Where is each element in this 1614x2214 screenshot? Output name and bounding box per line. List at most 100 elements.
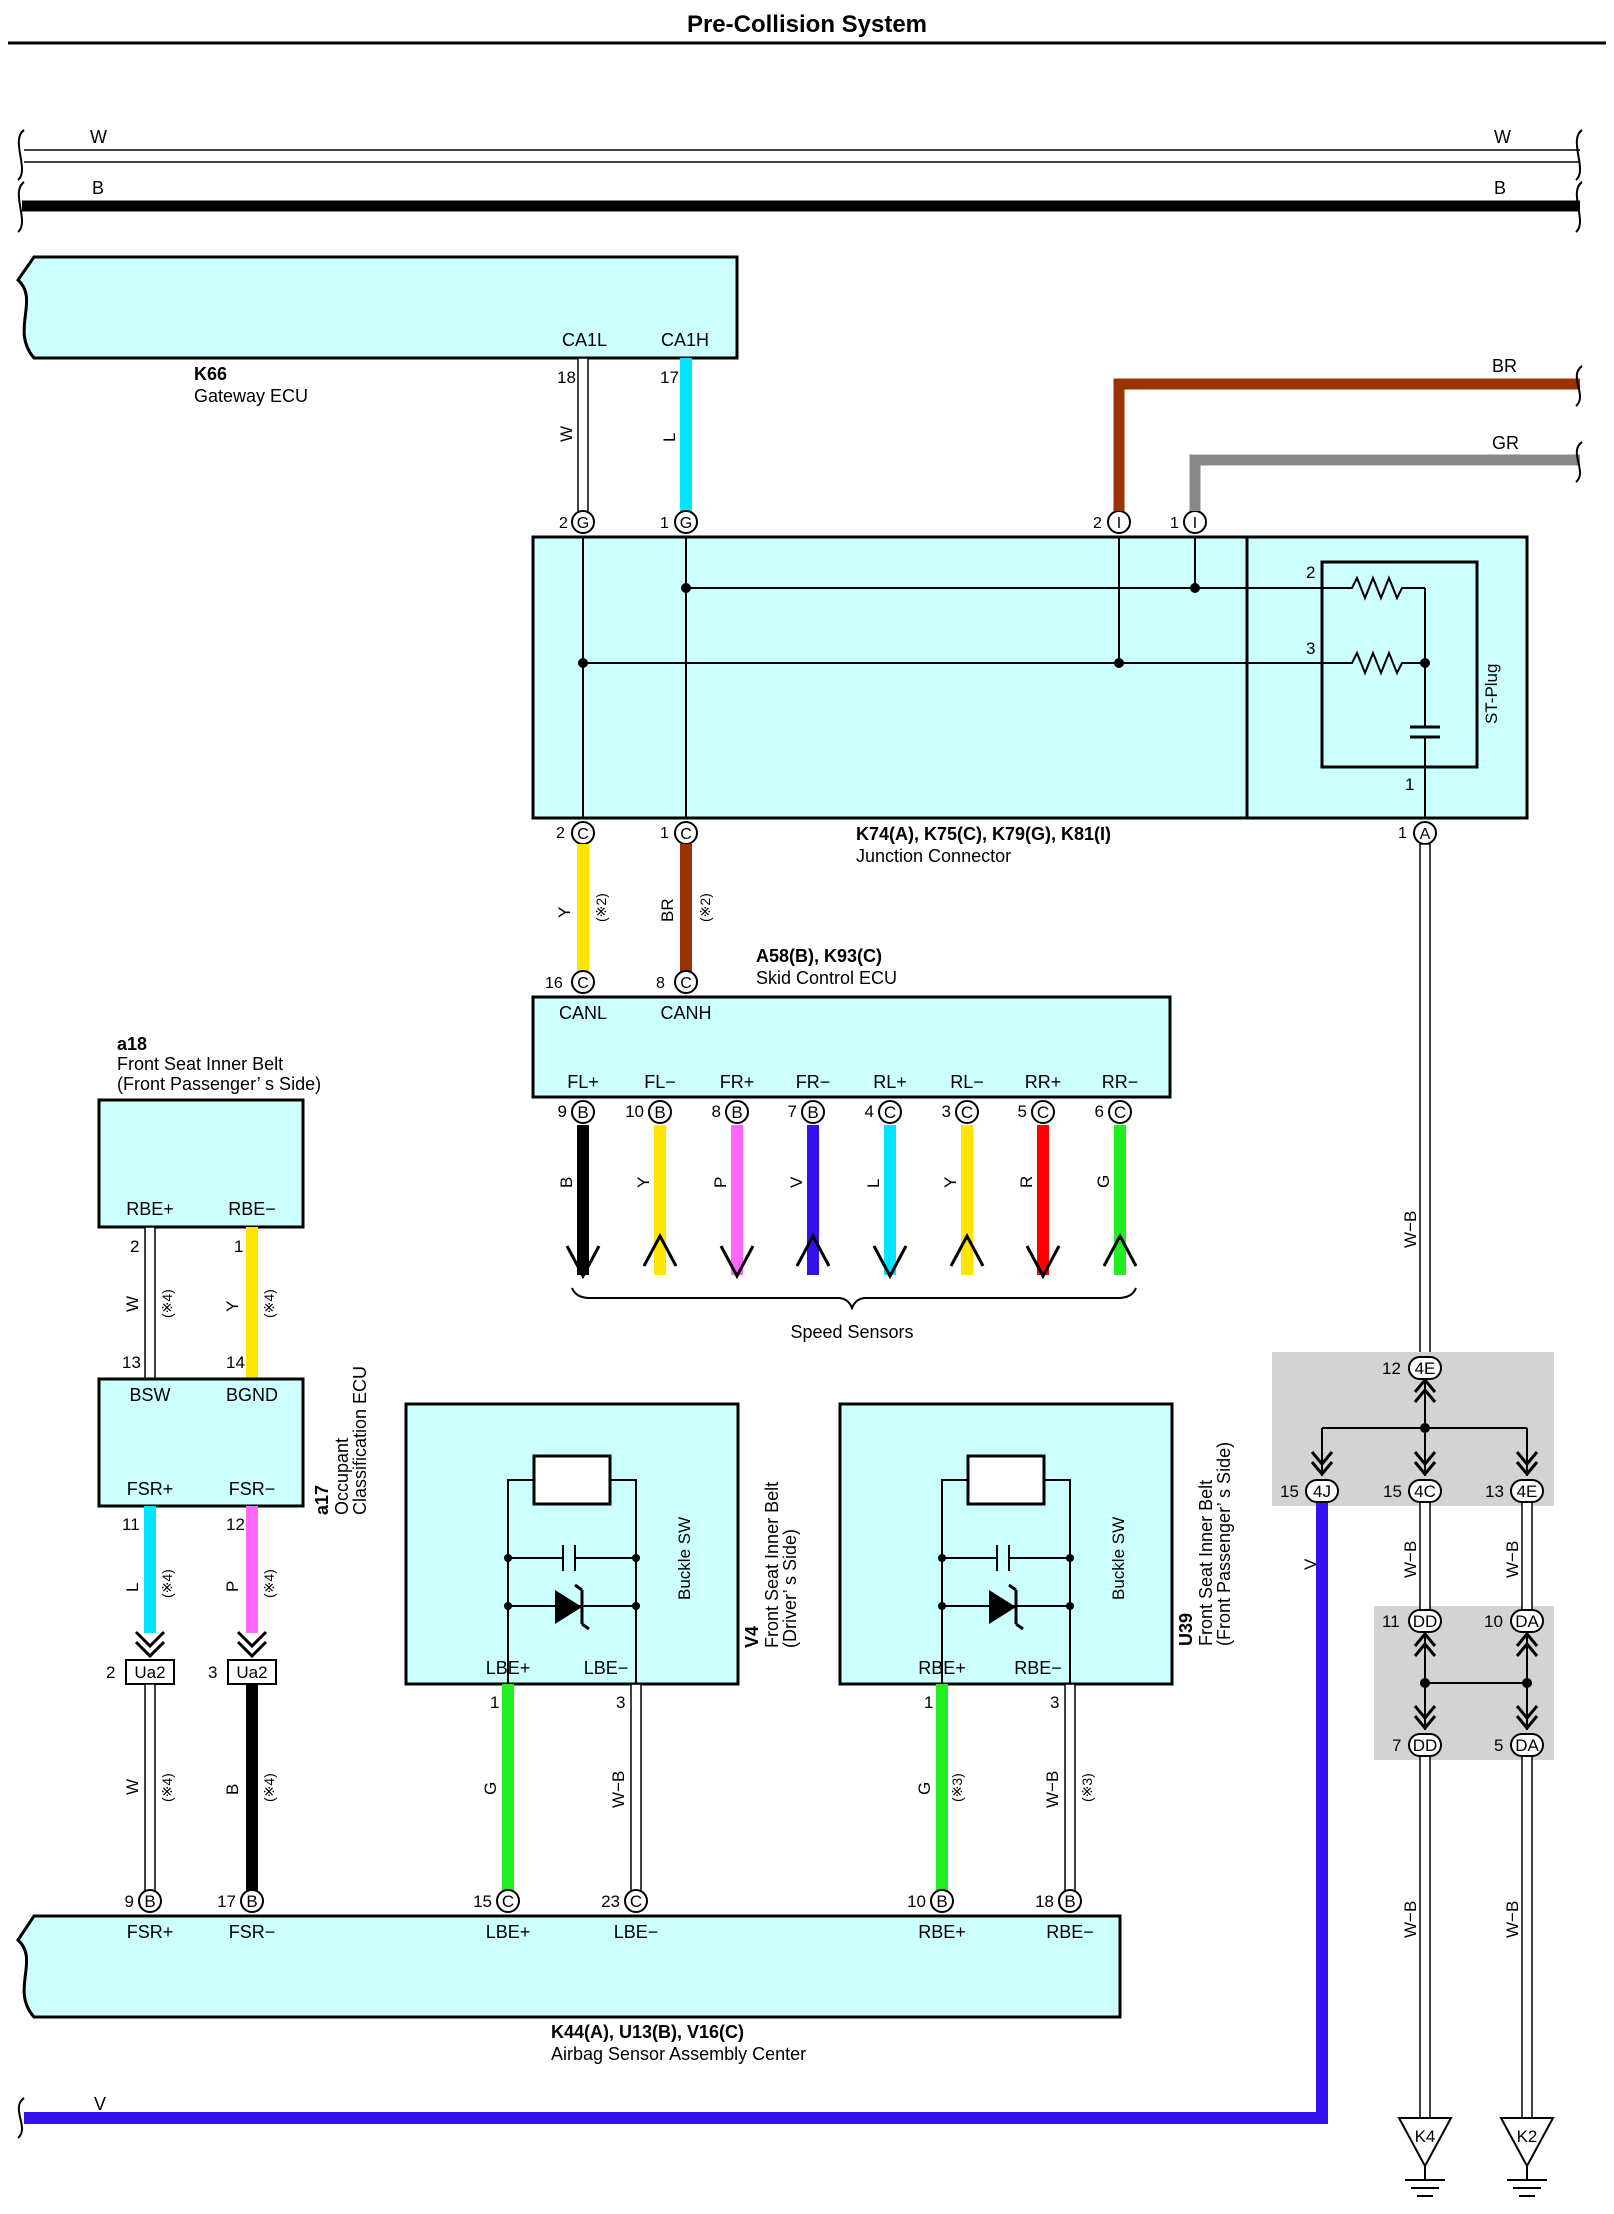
ua2-chevrons-right	[236, 1630, 268, 1659]
svg-text:16: 16	[545, 975, 563, 992]
wire-br-label: BR	[1492, 356, 1517, 376]
wire-v-break	[17, 2097, 25, 2139]
skid-terminal: FL+B9B	[557, 1072, 601, 1280]
ground-k2: K2	[1499, 2117, 1555, 2197]
skid-terminal-letter: B	[577, 1103, 588, 1122]
skid-pin-canl: C 16	[545, 970, 595, 994]
svg-text:1: 1	[924, 1693, 933, 1712]
svg-text:3: 3	[208, 1663, 217, 1682]
svg-text:K4: K4	[1415, 2127, 1436, 2146]
svg-text:11: 11	[1382, 1612, 1400, 1631]
wire-ua2-w-note: (※4)	[159, 1773, 175, 1802]
svg-text:1: 1	[660, 515, 669, 532]
svg-text:Front Seat Inner Belt: Front Seat Inner Belt	[117, 1054, 283, 1074]
svg-text:K2: K2	[1517, 2127, 1538, 2146]
skid-terminal-letter: C	[1114, 1103, 1126, 1122]
svg-text:17: 17	[660, 368, 679, 387]
skid-terminal-label: FR+	[720, 1072, 755, 1092]
wire-canh-note: (※2)	[697, 893, 713, 922]
skid-terminal-pin	[571, 1100, 595, 1124]
jc-pin-c1: C 1	[660, 821, 698, 845]
airbag-terminal-label: LBE+	[486, 1922, 531, 1942]
skid-terminal-pin	[955, 1100, 979, 1124]
speed-sensor-wire-label: Y	[634, 1177, 653, 1188]
airbag-terminal-pin	[240, 1889, 264, 1913]
skid-terminal-number: 8	[712, 1102, 721, 1121]
wire-a18-w	[144, 1226, 156, 1380]
skid-terminal-label: RR−	[1102, 1072, 1139, 1092]
svg-text:3: 3	[1306, 639, 1315, 658]
speed-sensor-arrow	[795, 1232, 831, 1267]
svg-text:C: C	[680, 975, 692, 992]
skid-terminal-label: FL+	[567, 1072, 599, 1092]
jc-pin-g2: G 2	[559, 510, 595, 534]
wire-ua2-w-label: W	[123, 1779, 142, 1795]
airbag-terminal-number: 23	[601, 1892, 620, 1911]
bus-b: B B	[17, 178, 1583, 233]
skid-terminal-letter: C	[961, 1103, 973, 1122]
gateway-ecu: CA1L CA1H K66 Gateway ECU 18 17 W L	[16, 255, 739, 442]
svg-text:5: 5	[1494, 1736, 1503, 1755]
wire-u39-g-label: G	[915, 1782, 934, 1795]
ua2-connector: Ua2 Ua2 2 3	[106, 1659, 277, 1685]
speed-sensor-wire	[961, 1125, 973, 1275]
svg-text:LBE−: LBE−	[584, 1658, 629, 1678]
skid-terminal-letter: B	[654, 1103, 665, 1122]
ground-k4: K4	[1397, 2117, 1453, 2197]
speed-sensor-arrow	[1025, 1245, 1061, 1280]
speed-sensor-wire-label: Y	[941, 1177, 960, 1188]
svg-text:a18: a18	[117, 1034, 147, 1054]
svg-text:Buckle SW: Buckle SW	[675, 1517, 694, 1600]
svg-text:L: L	[660, 433, 679, 442]
svg-text:A: A	[1420, 826, 1431, 843]
svg-text:DA: DA	[1515, 1612, 1539, 1631]
svg-text:7: 7	[1392, 1736, 1401, 1755]
svg-text:1: 1	[234, 1237, 243, 1256]
svg-text:CA1L: CA1L	[562, 330, 607, 350]
airbag-sensor-center: K44(A), U13(B), V16(C) Airbag Sensor Ass…	[16, 1914, 1122, 2064]
speed-sensor-wire	[807, 1125, 819, 1275]
skid-pin-canh: C 8	[656, 970, 698, 994]
wire-ua2-w	[144, 1683, 156, 1901]
svg-text:LBE+: LBE+	[486, 1658, 531, 1678]
speed-sensors-label: Speed Sensors	[790, 1322, 913, 1342]
wire-a18-y-label: Y	[223, 1301, 242, 1312]
airbag-terminal-letter: C	[502, 1892, 514, 1911]
svg-text:3: 3	[616, 1693, 625, 1712]
skid-terminal-pin	[648, 1100, 672, 1124]
svg-text:11: 11	[122, 1515, 140, 1534]
wire-v-bottom	[24, 1502, 1328, 2124]
airbag-terminals: B9FSR+B17FSR−C15LBE+C23LBE−B10RBE+B18RBE…	[125, 1889, 1094, 1942]
wire-a17-l-label: L	[123, 1583, 142, 1592]
airbag-terminal-number: 9	[125, 1892, 134, 1911]
wire-br-feed	[1113, 378, 1580, 511]
a18-inner-belt: a18 Front Seat Inner Belt (Front Passeng…	[97, 1034, 321, 1256]
skid-terminal: RR−C6G	[1094, 1072, 1138, 1275]
svg-text:15: 15	[1383, 1482, 1402, 1501]
wire-ua2-b	[246, 1684, 258, 1900]
speed-sensor-wire	[731, 1125, 743, 1275]
wire-canh	[680, 844, 692, 982]
wire-v4-wb	[630, 1683, 642, 1901]
svg-text:Skid Control ECU: Skid Control ECU	[756, 968, 897, 988]
jc-pin-g1: G 1	[660, 510, 698, 534]
conn-4e: 4E 13	[1485, 1479, 1544, 1503]
wire-v4-wb-label: W−B	[609, 1771, 628, 1808]
airbag-terminal-pin	[624, 1889, 648, 1913]
speed-sensor-wire-label: V	[787, 1176, 806, 1188]
svg-text:4E: 4E	[1415, 1359, 1436, 1378]
svg-text:Gateway ECU: Gateway ECU	[194, 386, 308, 406]
wire-gr-feed	[1189, 454, 1580, 511]
wire-br-break	[1575, 365, 1583, 407]
svg-text:A58(B), K93(C): A58(B), K93(C)	[756, 946, 882, 966]
airbag-terminal-pin	[930, 1889, 954, 1913]
svg-text:1: 1	[1398, 825, 1407, 842]
wire-a17-p-note: (※4)	[261, 1569, 277, 1598]
svg-text:2: 2	[130, 1237, 139, 1256]
skid-terminal-number: 9	[558, 1102, 567, 1121]
svg-text:Ua2: Ua2	[236, 1663, 267, 1682]
